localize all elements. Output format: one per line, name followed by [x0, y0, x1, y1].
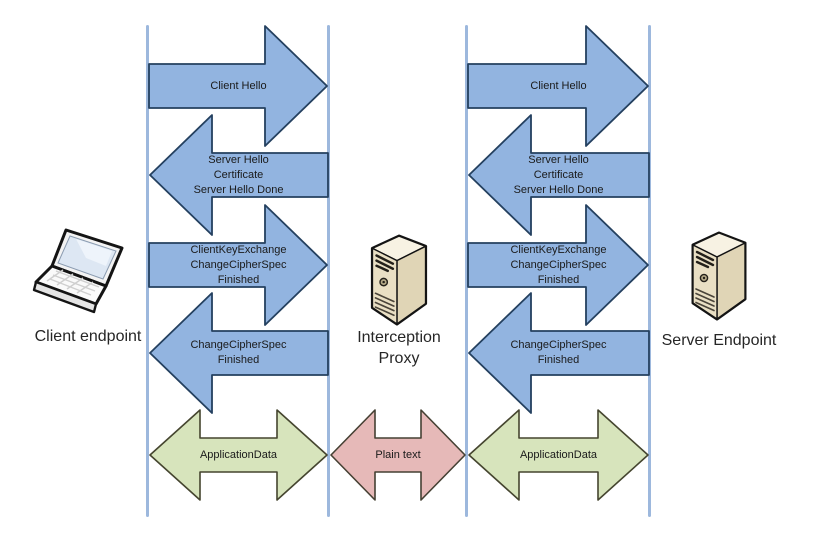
- left-arrow-shape: [468, 114, 650, 236]
- server-icon: [691, 231, 747, 321]
- message-arrow-plaintext: Plain text: [329, 408, 467, 502]
- left-arrow-shape: [149, 292, 329, 414]
- client-endpoint-label: Client endpoint: [34, 328, 142, 345]
- laptop-icon: [32, 228, 124, 314]
- right-arrow-shape: [467, 25, 649, 147]
- client-endpoint-icon-box: [28, 226, 136, 322]
- lifeline-proxy-left: [327, 25, 330, 517]
- right-arrow-shape: [467, 204, 649, 326]
- double-arrow-shape: [330, 409, 466, 501]
- double-arrow-shape: [149, 409, 328, 501]
- proxy-endpoint-label: Interception Proxy: [337, 327, 461, 369]
- message-arrow-changecipherspec-left: ChangeCipherSpec Finished: [148, 291, 329, 415]
- message-arrow-changecipherspec-right: ChangeCipherSpec Finished: [467, 291, 650, 415]
- lifeline-proxy-right: [465, 25, 468, 517]
- lifeline-server: [648, 25, 651, 517]
- message-arrow-applicationdata-client: ApplicationData: [148, 408, 329, 502]
- server-endpoint-icon-box: [683, 228, 755, 322]
- right-arrow-shape: [148, 204, 328, 326]
- left-arrow-shape: [149, 114, 329, 236]
- message-arrow-applicationdata-server: ApplicationData: [467, 408, 650, 502]
- proxy-endpoint-label-line1: Interception: [357, 329, 441, 346]
- lifeline-client: [146, 25, 149, 517]
- proxy-endpoint-label-line2: Proxy: [378, 350, 420, 367]
- right-arrow-shape: [148, 25, 328, 147]
- proxy-endpoint-icon-box: [362, 232, 436, 326]
- left-arrow-shape: [468, 292, 650, 414]
- server-icon: [370, 234, 428, 326]
- double-arrow-shape: [468, 409, 649, 501]
- server-endpoint-label: Server Endpoint: [661, 332, 777, 349]
